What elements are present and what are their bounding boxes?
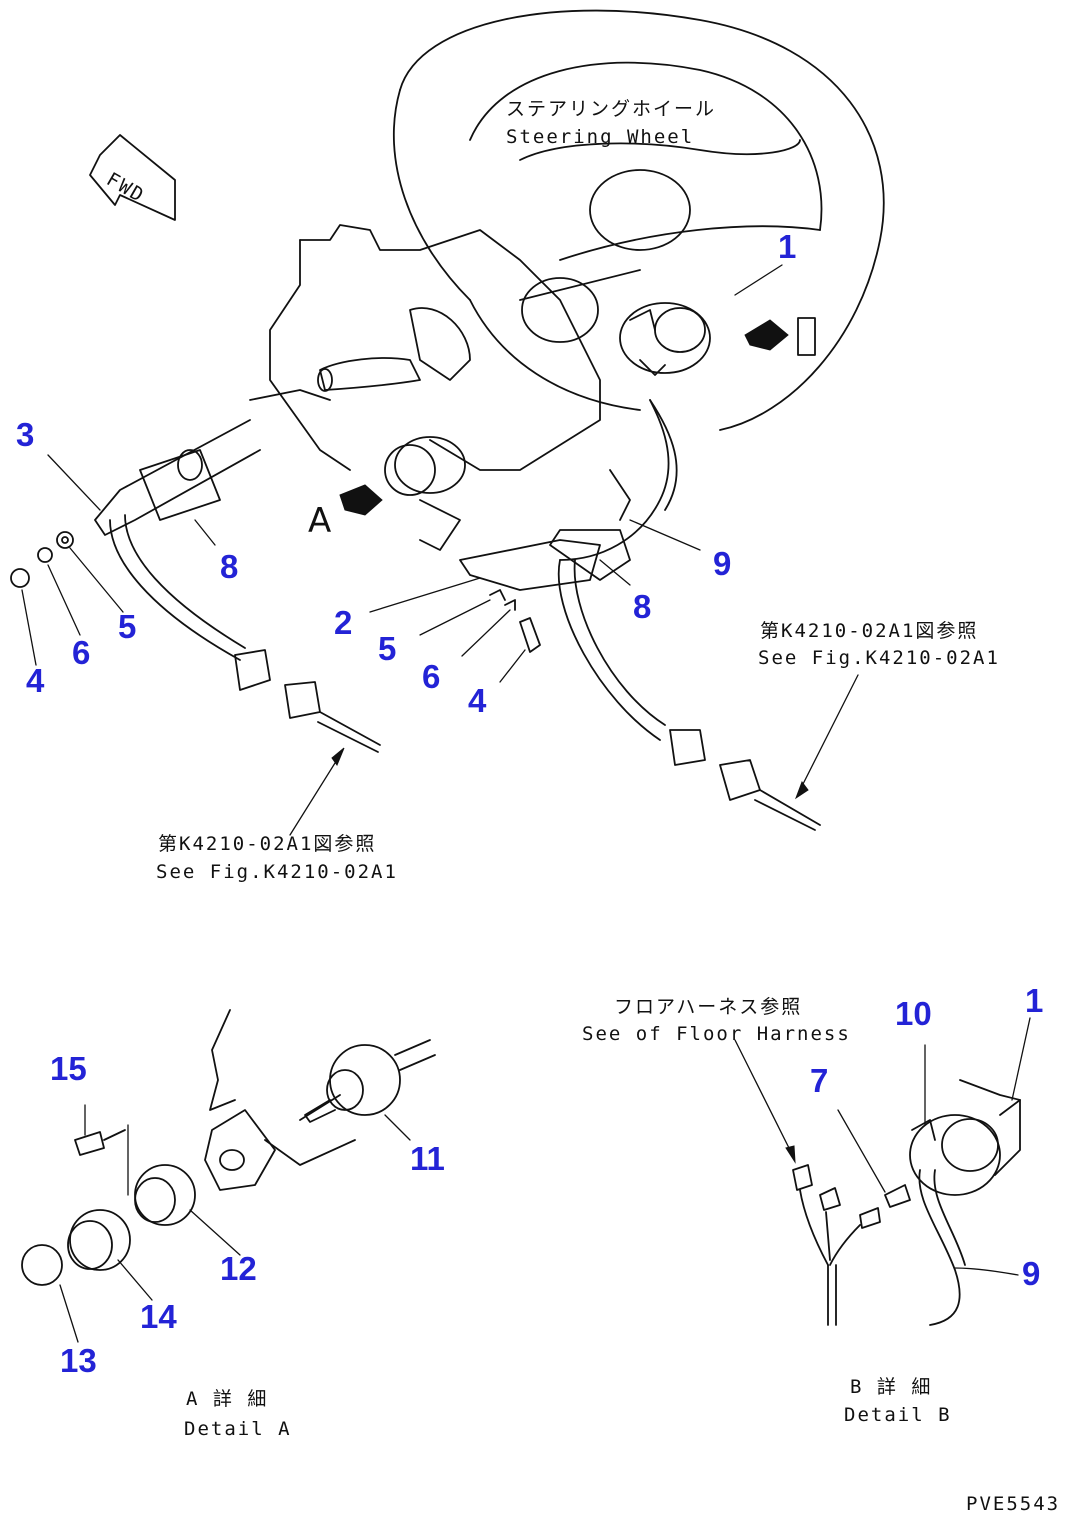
callout-4-left: 4 — [26, 662, 45, 699]
harness-right — [459, 399, 821, 831]
callout-11: 11 — [410, 1140, 445, 1177]
ref-right-jp: 第K4210-02A1図参照 — [760, 620, 978, 642]
callout-5-right: 5 — [378, 630, 396, 667]
view-a-marker: A — [308, 484, 383, 541]
callout-6-left: 6 — [72, 634, 90, 671]
callout-10: 10 — [895, 995, 932, 1032]
reference-right: 第K4210-02A1図参照 See Fig.K4210-02A1 — [758, 620, 1000, 800]
callout-14: 14 — [140, 1298, 177, 1335]
callout-5-left: 5 — [118, 608, 136, 645]
leader-lines-main — [21, 264, 783, 683]
callout-4-right: 4 — [468, 682, 487, 719]
fasteners-right — [489, 589, 541, 653]
callout-8-right: 8 — [633, 588, 651, 625]
detail-b-caption-jp: B 詳 細 — [850, 1376, 932, 1398]
detail-b-caption-en: Detail B — [844, 1404, 952, 1426]
leader-lines-detail-a — [59, 1104, 411, 1343]
ref-left-en: See Fig.K4210-02A1 — [156, 861, 398, 883]
floor-harness-label-jp: フロアハーネス参照 — [614, 996, 802, 1018]
detail-a-caption-jp: A 詳 細 — [186, 1388, 268, 1410]
callout-b-9: 9 — [1022, 1255, 1040, 1292]
callout-3: 3 — [16, 416, 34, 453]
leader-lines-detail-b — [837, 1017, 1031, 1276]
steering-wheel-label-jp: ステアリングホイール — [506, 98, 716, 120]
callout-15: 15 — [50, 1050, 87, 1087]
ref-left-jp: 第K4210-02A1図参照 — [158, 833, 376, 855]
fwd-label: FWD — [103, 168, 149, 207]
callout-13: 13 — [60, 1342, 97, 1379]
drawing-code: PVE5543 — [966, 1493, 1060, 1515]
detail-a-caption-en: Detail A — [184, 1418, 292, 1440]
callout-12: 12 — [220, 1250, 257, 1287]
reference-left: 第K4210-02A1図参照 See Fig.K4210-02A1 — [156, 747, 398, 883]
callouts-detail-a: 11 12 13 14 15 — [50, 1050, 445, 1379]
harness-left — [109, 514, 381, 753]
view-a-letter: A — [308, 501, 331, 541]
ref-right-en: See Fig.K4210-02A1 — [758, 647, 1000, 669]
steering-wheel-label: ステアリングホイール Steering Wheel — [506, 98, 716, 148]
callouts-detail-b: 1 7 9 10 — [810, 982, 1043, 1292]
fasteners-left — [10, 531, 74, 588]
callout-1: 1 — [778, 228, 796, 265]
ignition-switch — [619, 302, 711, 376]
callout-8-left: 8 — [220, 548, 238, 585]
callout-9: 9 — [713, 545, 731, 582]
detail-b-drawing — [792, 1079, 1021, 1326]
callout-7: 7 — [810, 1062, 828, 1099]
fwd-arrow-symbol: FWD — [89, 134, 176, 221]
callout-b-1: 1 — [1025, 982, 1043, 1019]
callout-6-right: 6 — [422, 658, 440, 695]
callout-2: 2 — [334, 604, 352, 641]
detail-b-caption: B 詳 細 Detail B — [844, 1376, 952, 1426]
steering-wheel-label-en: Steering Wheel — [506, 126, 694, 148]
floor-harness-label-en: See of Floor Harness — [582, 1023, 851, 1045]
callouts-main: 1 2 3 4 4 5 5 6 6 8 8 9 — [16, 228, 796, 719]
view-b-marker — [744, 317, 816, 356]
detail-a-caption: A 詳 細 Detail A — [184, 1388, 292, 1440]
floor-harness-reference: フロアハーネス参照 See of Floor Harness — [582, 996, 851, 1164]
steering-column — [94, 224, 601, 551]
steering-wheel — [392, 9, 885, 431]
detail-a-drawing — [21, 1009, 436, 1286]
